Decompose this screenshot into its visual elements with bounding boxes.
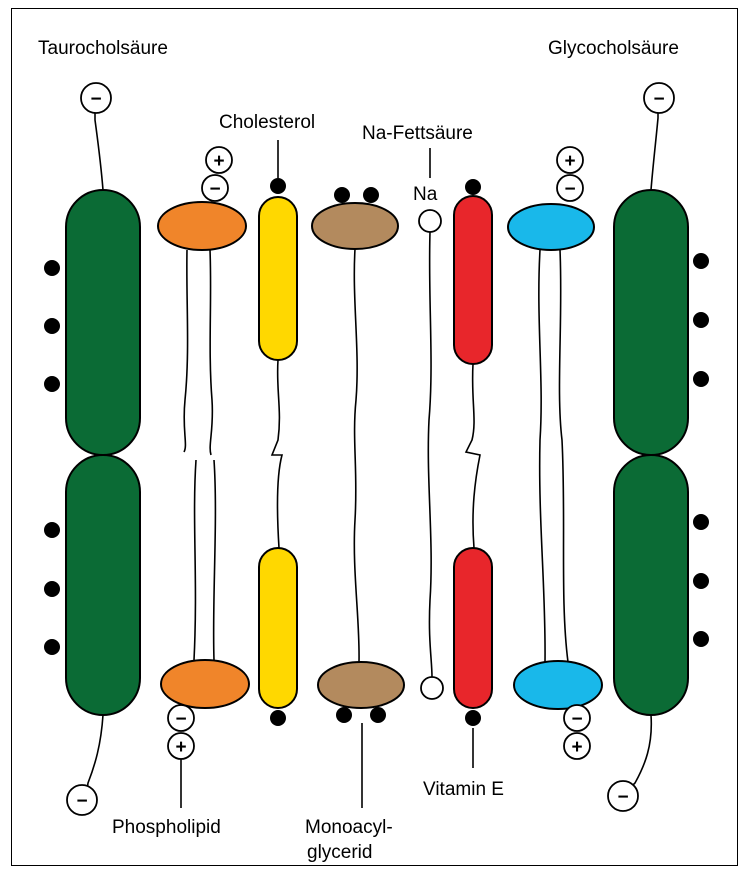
bile-acid-left-dot <box>44 581 60 597</box>
bile-acid-left-tail-top <box>95 113 103 190</box>
monoacylglycerid-head-bottom <box>318 662 404 708</box>
charge-minus-sign: − <box>90 89 101 110</box>
bile-acid-right-upper <box>614 190 688 455</box>
phospholipid-tail <box>214 460 216 660</box>
cholesterol-oh-dot <box>270 710 286 726</box>
charge-minus-sign: − <box>175 709 186 730</box>
vitamin-e-body-top <box>454 196 492 364</box>
charge-plus-sign: + <box>571 737 582 758</box>
charge-minus-sign: − <box>76 791 87 812</box>
phospholipid-tail <box>559 250 568 662</box>
charge-minus-sign: − <box>209 179 220 200</box>
phospholipid-tail <box>184 250 188 452</box>
charge-plus-sign: + <box>175 737 186 758</box>
bile-acid-left-dot <box>44 522 60 538</box>
charge-minus-sign: − <box>617 787 628 808</box>
monoacylglycerid-oh-dot <box>363 187 379 203</box>
vitamin-e-body-bottom <box>454 548 492 708</box>
phospholipid-tail <box>210 250 212 455</box>
vitamin-e-tail <box>466 364 480 548</box>
label-cholesterol: Cholesterol <box>219 112 315 133</box>
bile-acid-right-dot <box>693 312 709 328</box>
label-monoacylglycerid-line2: glycerid <box>307 842 372 863</box>
cholesterol-body-top <box>259 197 297 360</box>
label-phospholipid: Phospholipid <box>112 817 221 838</box>
bile-acid-right-dot <box>693 573 709 589</box>
na-fettsaeure-head-bottom <box>421 677 443 699</box>
charge-plus-sign: + <box>564 151 575 172</box>
phospholipid-head-top <box>158 202 246 250</box>
charge-minus-sign: − <box>653 89 664 110</box>
bile-acid-right-dot <box>693 514 709 530</box>
charge-minus-sign: − <box>571 709 582 730</box>
monoacylglycerid-oh-dot <box>334 187 350 203</box>
monoacylglycerid-oh-dot <box>336 707 352 723</box>
bile-acid-left-upper <box>66 190 140 455</box>
label-taurocholsaeure: Taurocholsäure <box>38 38 168 59</box>
cholesterol-body-bottom <box>259 548 297 708</box>
cholesterol-tail <box>272 360 282 548</box>
charge-plus-sign: + <box>213 151 224 172</box>
phospholipid-head-bottom <box>514 661 602 709</box>
na-fettsaeure-head-top <box>419 210 441 232</box>
label-na-fettsaeure: Na-Fettsäure <box>362 123 473 144</box>
monoacylglycerid-head-top <box>312 203 398 249</box>
na-fettsaeure-tail <box>428 232 432 677</box>
bile-acid-left-dot <box>44 260 60 276</box>
monoacylglycerid-tail <box>354 249 359 662</box>
label-monoacylglycerid-line1: Monoacyl- <box>305 817 393 838</box>
bile-acid-left-tail-bottom <box>87 715 103 790</box>
phospholipid-head-top <box>508 204 594 250</box>
bile-acid-left-dot <box>44 318 60 334</box>
vitamin-e-oh-dot <box>465 179 481 195</box>
bile-acid-left-dot <box>44 639 60 655</box>
label-na: Na <box>413 184 438 205</box>
vitamin-e-oh-dot <box>465 710 481 726</box>
label-glycocholsaeure: Glycocholsäure <box>548 38 679 59</box>
bile-acid-left-lower <box>66 455 140 715</box>
phospholipid-tail <box>194 460 196 660</box>
bile-acid-right-dot <box>693 371 709 387</box>
cholesterol-oh-dot <box>270 178 286 194</box>
bile-acid-right-dot <box>693 631 709 647</box>
label-vitamin-e: Vitamin E <box>423 779 504 800</box>
bile-acid-right-lower <box>614 455 688 715</box>
bile-acid-right-dot <box>693 253 709 269</box>
bile-acid-right-tail-top <box>651 113 658 190</box>
phospholipid-head-bottom <box>161 660 249 708</box>
charge-minus-sign: − <box>564 179 575 200</box>
monoacylglycerid-oh-dot <box>370 707 386 723</box>
bile-acid-left-dot <box>44 376 60 392</box>
phospholipid-tail <box>539 250 545 662</box>
bile-acid-right-tail-bottom <box>630 715 651 788</box>
